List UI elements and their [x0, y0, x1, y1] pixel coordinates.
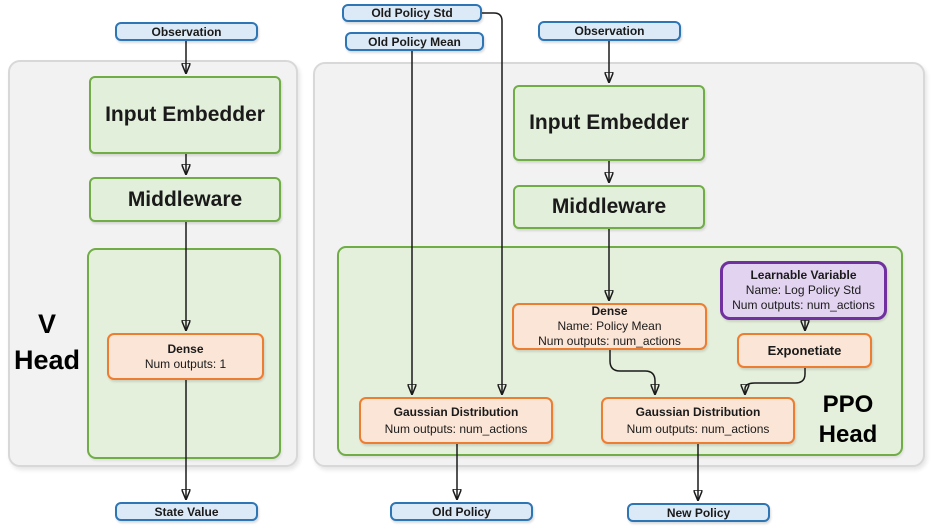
dense-name: Name: Policy Mean	[557, 319, 662, 333]
learnable-variable-name: Name: Log Policy Std	[745, 283, 862, 297]
gaussian-title: Gaussian Distribution	[393, 404, 519, 419]
middleware-right: Middleware	[513, 185, 705, 229]
v-head-label: V Head	[13, 309, 81, 375]
observation-input-right: Observation	[538, 21, 681, 41]
old-policy-std-label: Old Policy Std	[371, 6, 453, 20]
gaussian-num-outputs: Num outputs: num_actions	[384, 421, 528, 436]
ppo-head-label: PPO Head	[818, 391, 878, 448]
observation-input-left: Observation	[115, 22, 258, 41]
exponetiate-node: Exponetiate	[737, 333, 872, 368]
dense-node-vhead: Dense Num outputs: 1	[107, 333, 264, 380]
input-embedder-label: Input Embedder	[105, 103, 265, 126]
old-policy-mean-input: Old Policy Mean	[345, 32, 484, 51]
dense-title: Dense	[591, 304, 628, 318]
gaussian-distribution-old-node: Gaussian Distribution Num outputs: num_a…	[359, 397, 553, 444]
learnable-variable-node: Learnable Variable Name: Log Policy Std …	[720, 261, 887, 320]
input-embedder-left: Input Embedder	[89, 76, 281, 154]
middleware-label: Middleware	[127, 187, 243, 211]
learnable-variable-title: Learnable Variable	[750, 268, 857, 282]
dense-title: Dense	[167, 341, 204, 356]
gaussian-num-outputs: Num outputs: num_actions	[626, 421, 770, 436]
input-embedder-right: Input Embedder	[513, 85, 705, 161]
gaussian-title: Gaussian Distribution	[635, 404, 761, 419]
old-policy-output: Old Policy	[390, 502, 533, 521]
observation-label: Observation	[574, 24, 645, 38]
state-value-label: State Value	[154, 504, 219, 519]
old-policy-mean-label: Old Policy Mean	[368, 34, 461, 49]
new-policy-label: New Policy	[666, 505, 731, 520]
observation-label: Observation	[151, 24, 222, 39]
dense-num-outputs: Num outputs: 1	[144, 356, 227, 371]
input-embedder-label: Input Embedder	[529, 111, 689, 134]
old-policy-std-input: Old Policy Std	[342, 4, 482, 22]
state-value-output: State Value	[115, 502, 258, 521]
dense-num-outputs: Num outputs: num_actions	[538, 334, 681, 348]
learnable-variable-num-outputs: Num outputs: num_actions	[732, 298, 875, 312]
new-policy-output: New Policy	[627, 503, 770, 522]
middleware-left: Middleware	[89, 177, 281, 222]
old-policy-label: Old Policy	[432, 504, 491, 519]
dense-policy-mean-node: Dense Name: Policy Mean Num outputs: num…	[512, 303, 707, 350]
exponetiate-label: Exponetiate	[767, 343, 842, 358]
gaussian-distribution-new-node: Gaussian Distribution Num outputs: num_a…	[601, 397, 795, 444]
middleware-label: Middleware	[551, 195, 667, 218]
